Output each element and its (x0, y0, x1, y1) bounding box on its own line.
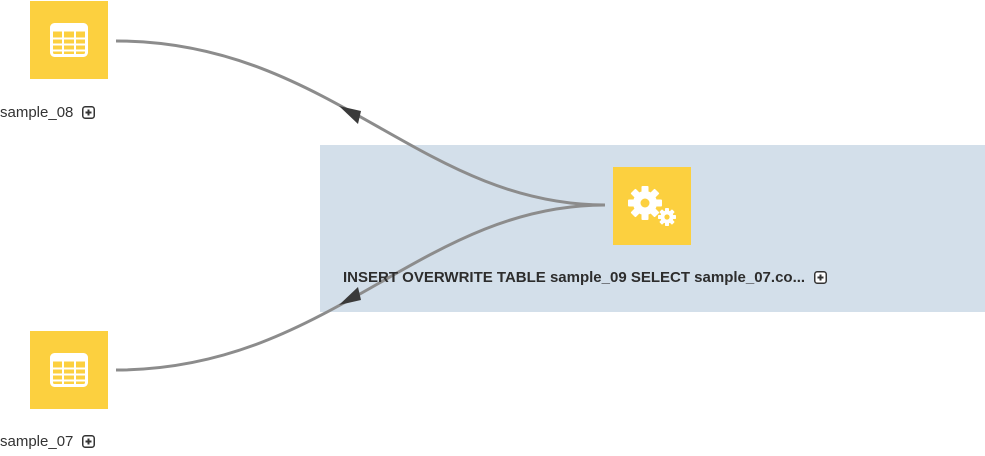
node-label-sample_08: sample_08 (0, 101, 96, 123)
expand-plus-icon[interactable] (814, 270, 828, 284)
query-text: INSERT OVERWRITE TABLE sample_09 SELECT … (343, 268, 806, 286)
edge-arrowhead-sample_08 (339, 106, 361, 124)
node-label-sample_07: sample_07 (0, 430, 96, 452)
expand-plus-icon[interactable] (82, 434, 96, 448)
expand-plus-icon[interactable] (82, 105, 96, 119)
node-operation[interactable] (613, 167, 691, 245)
table-icon (50, 353, 88, 387)
node-sample_07[interactable] (30, 331, 108, 409)
gears-icon (625, 183, 679, 229)
node-sample_08[interactable] (30, 1, 108, 79)
node-label-operation: INSERT OVERWRITE TABLE sample_09 SELECT … (343, 265, 828, 289)
edge-arrowhead-sample_07 (339, 287, 361, 305)
node-name: sample_08 (0, 103, 74, 121)
edge-sample_07-to-operation (115, 203, 606, 372)
table-icon (50, 23, 88, 57)
edge-sample_08-to-operation (115, 39, 606, 207)
node-name: sample_07 (0, 432, 74, 450)
